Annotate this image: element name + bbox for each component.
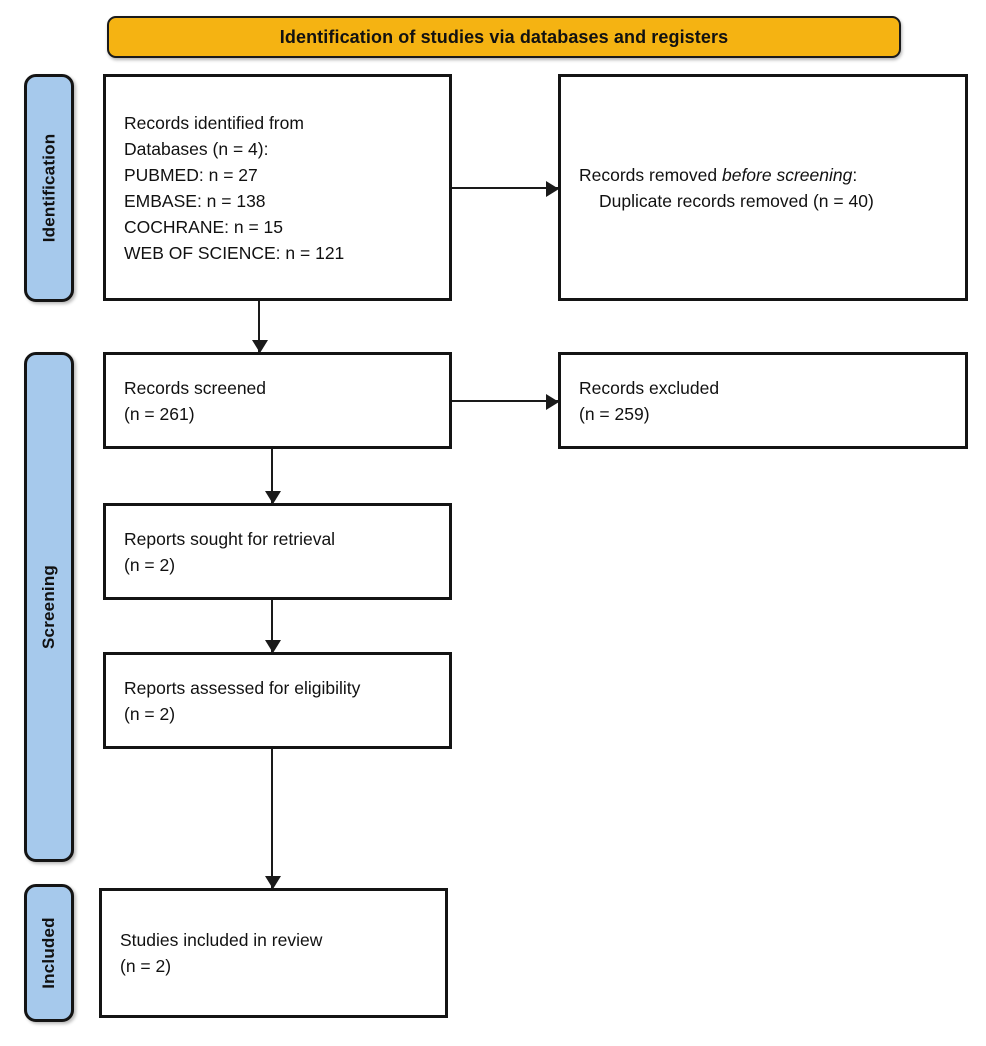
records-identified-web-of-science: WEB OF SCIENCE: n = 121: [124, 242, 345, 263]
reports-sought-label: Reports sought for retrieval: [124, 528, 336, 549]
stage-label-screening-text: Screening: [39, 565, 58, 649]
arrow-sought-to-assessed-icon: [271, 600, 273, 652]
box-reports-sought: Reports sought for retrieval (n = 2): [103, 503, 452, 600]
studies-included-count: (n = 2): [120, 956, 172, 976]
records-screened-label: Records screened: [124, 377, 267, 398]
box-records-identified: Records identified from Databases (n = 4…: [103, 74, 452, 301]
records-excluded-label: Records excluded: [579, 377, 720, 398]
records-identified-pubmed: PUBMED: n = 27: [124, 164, 258, 185]
records-removed-duplicates: Duplicate records removed (n = 40): [599, 190, 874, 211]
header-banner-title: Identification of studies via databases …: [279, 26, 729, 47]
stage-label-identification-text: Identification: [39, 133, 59, 243]
reports-assessed-label: Reports assessed for eligibility: [124, 677, 361, 698]
records-screened-count: (n = 261): [124, 403, 195, 424]
stage-label-identification: Identification: [24, 74, 74, 302]
records-removed-prefix: Records removed: [579, 164, 722, 185]
arrow-identified-to-removed-icon: [452, 187, 558, 189]
records-identified-embase: EMBASE: n = 138: [124, 190, 266, 211]
arrow-screened-to-sought-icon: [271, 449, 273, 503]
reports-assessed-count: (n = 2): [124, 703, 176, 724]
arrow-identified-to-screened-icon: [258, 301, 260, 352]
arrow-assessed-to-included-icon: [271, 749, 273, 888]
records-removed-emphasis: before screening: [721, 164, 853, 185]
records-removed-suffix: :: [852, 164, 858, 185]
box-studies-included: Studies included in review (n = 2): [99, 888, 448, 1018]
records-excluded-count: (n = 259): [579, 403, 650, 424]
box-records-excluded: Records excluded (n = 259): [558, 352, 968, 449]
header-banner: Identification of studies via databases …: [107, 16, 901, 58]
records-identified-line-1: Records identified from: [124, 112, 304, 133]
stage-label-screening: Screening: [24, 352, 74, 862]
box-reports-assessed: Reports assessed for eligibility (n = 2): [103, 652, 452, 749]
arrow-screened-to-excluded-icon: [452, 400, 558, 402]
box-records-screened: Records screened (n = 261): [103, 352, 452, 449]
reports-sought-count: (n = 2): [124, 554, 176, 575]
box-records-removed: Records removed before screening: Duplic…: [558, 74, 968, 301]
studies-included-label: Studies included in review: [120, 930, 323, 950]
stage-label-included-text: Included: [39, 917, 58, 989]
stage-label-included: Included: [24, 884, 74, 1022]
records-identified-cochrane: COCHRANE: n = 15: [124, 216, 284, 237]
records-removed-line-1: Records removed before screening:: [579, 162, 947, 188]
records-identified-line-2: Databases (n = 4):: [124, 138, 269, 159]
